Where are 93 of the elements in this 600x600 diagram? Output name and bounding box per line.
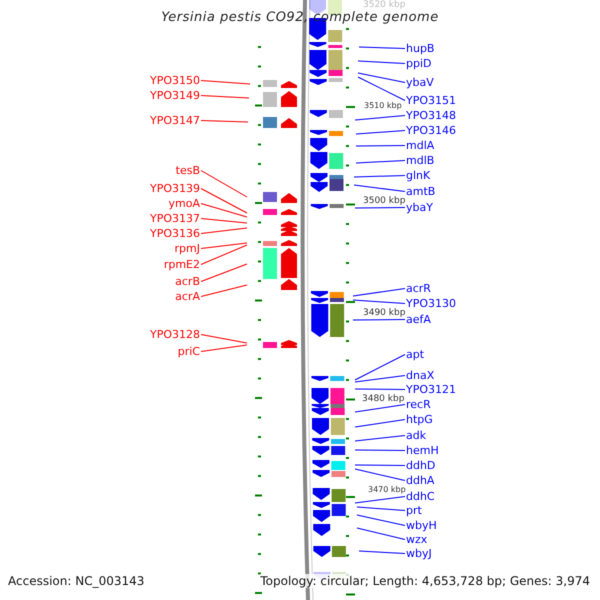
leader-line [358, 46, 406, 49]
gene-label: hemH [406, 444, 439, 457]
gene-label: recR [406, 398, 431, 411]
gene-label: YPO3148 [406, 109, 456, 122]
leader-line [354, 496, 406, 504]
gene-label: YPO3147 [150, 114, 200, 127]
leader-line [356, 514, 406, 526]
gene-label: ddhC [406, 490, 435, 503]
gene-label: wbyH [406, 519, 437, 532]
kbp-label: 3520 kbp [363, 0, 406, 10]
gene-label: wzx [406, 533, 428, 546]
gene-label: acrA [175, 290, 200, 303]
gene-label: YPO3128 [150, 328, 200, 341]
leader-line [354, 184, 406, 192]
gene-label: amtB [406, 185, 436, 198]
gene-label: YPO3130 [406, 297, 456, 310]
leader-line [200, 334, 248, 344]
accession-text: Accession: NC_003143 [8, 574, 144, 588]
gene-label: mdlB [406, 154, 434, 167]
gene-label: priC [178, 345, 200, 358]
leader-line [354, 468, 406, 481]
leader-line [354, 354, 406, 380]
leader-line [200, 244, 248, 265]
leader-line [200, 120, 248, 122]
leader-line [354, 450, 406, 451]
leader-line [200, 188, 248, 214]
leader-line [200, 80, 250, 84]
leader-line [358, 72, 406, 83]
leader-line [200, 95, 250, 98]
leader-line [356, 506, 406, 511]
leader-line [358, 60, 406, 64]
gene-label: tesB [176, 164, 200, 177]
gene-label: YPO3121 [406, 383, 456, 396]
leader-line [358, 550, 406, 554]
leader-line [358, 76, 406, 101]
gene-label: acrB [175, 275, 200, 288]
kbp-label: 3500 kbp [363, 196, 406, 206]
leader-line [200, 242, 248, 249]
leader-line [352, 319, 406, 320]
leader-line [200, 284, 248, 297]
leader-line [200, 264, 248, 282]
gene-label: acrR [406, 282, 431, 295]
gene-label: ppiD [406, 57, 432, 70]
leader-line [354, 115, 406, 120]
leader-line [200, 228, 248, 234]
gene-label: ybaY [406, 201, 433, 214]
leader-line [354, 435, 406, 442]
leader-line [200, 203, 248, 218]
gene-label: YPO3151 [406, 94, 456, 107]
leader-line [354, 175, 406, 178]
gene-label: prt [406, 504, 422, 517]
gene-label: rpmE2 [164, 258, 200, 271]
gene-label: ddhD [406, 459, 436, 472]
kbp-label: 3470 kbp [368, 485, 406, 495]
leader-line [200, 218, 248, 224]
gene-label: apt [406, 348, 424, 361]
gene-label: adk [406, 429, 426, 442]
gene-label: YPO3149 [150, 89, 200, 102]
leader-line [200, 344, 248, 352]
title: Yersinia pestis CO92, complete genome [160, 10, 440, 25]
leader-line [354, 464, 406, 466]
leader-line [356, 160, 406, 164]
gene-label: ddhA [406, 474, 434, 487]
gene-label: aefA [406, 313, 431, 326]
kbp-label: 3510 kbp [364, 101, 402, 111]
leader-line [354, 388, 406, 390]
gene-label: wbyJ [406, 547, 432, 560]
kbp-label: 3490 kbp [363, 308, 406, 318]
gene-label: YPO3137 [150, 212, 200, 225]
gene-label: mdlA [406, 139, 434, 152]
gene-label: YPO3136 [150, 227, 200, 240]
gene-label: YPO3139 [150, 182, 200, 195]
leader-line [356, 528, 406, 540]
gene-label: ymoA [168, 197, 200, 210]
gene-label: YPO3150 [150, 74, 200, 87]
leader-line [354, 207, 406, 208]
gene-label: htpG [406, 413, 433, 426]
gene-label: glnK [406, 169, 430, 182]
gene-label: YPO3146 [406, 124, 456, 137]
leader-line [356, 130, 406, 134]
leader-line [352, 300, 406, 304]
gene-label: dnaX [406, 369, 434, 382]
gene-label: hupB [406, 42, 434, 55]
leader-line [354, 404, 406, 412]
leader-line [354, 419, 406, 428]
leader-line [356, 145, 406, 146]
leader-line [200, 170, 248, 198]
genome-info-text: Topology: circular; Length: 4,653,728 bp; Genes: 3,974 [260, 574, 590, 588]
leader-line [354, 375, 406, 382]
kbp-label: 3480 kbp [362, 394, 404, 404]
gene-label: ybaV [406, 76, 434, 89]
gene-label: rpmJ [174, 242, 200, 255]
leader-line [352, 288, 406, 296]
